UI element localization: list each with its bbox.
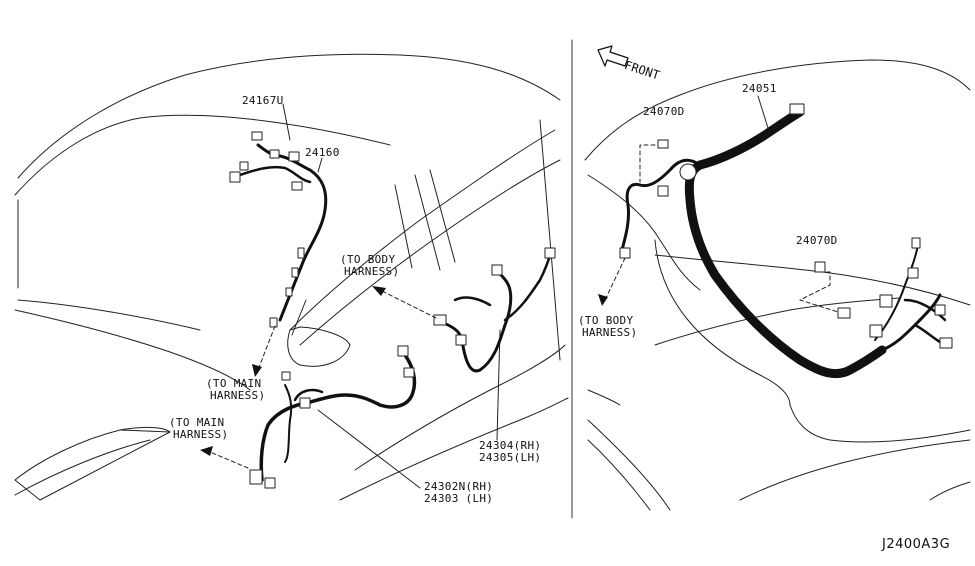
- leader-lines-right: [639, 95, 839, 313]
- arrow-to-main-lower: [200, 446, 213, 456]
- harness-24302n: [209, 345, 417, 489]
- part-label-24051: 24051: [742, 82, 777, 95]
- diagram-reference: J2400A3G: [882, 537, 951, 552]
- arrow-to-body-left: [372, 286, 386, 296]
- leader-lines-left: [282, 103, 501, 489]
- left-body-outline: [14, 53, 569, 501]
- part-label-24305-lh: 24305(LH): [479, 451, 542, 464]
- harness-24304: [379, 247, 556, 373]
- note-to-body-left-1: (TO BODY: [340, 253, 396, 266]
- note-to-main-lower-1: (TO MAIN: [169, 416, 225, 429]
- part-label-24303-lh: 24303 (LH): [424, 492, 494, 505]
- note-to-main-upper-1: (TO MAIN: [206, 377, 262, 390]
- note-to-body-right-2: HARNESS): [582, 326, 638, 339]
- note-to-main-upper-2: HARNESS): [210, 389, 266, 402]
- note-to-body-right-1: (TO BODY: [578, 314, 634, 327]
- part-label-24302n-rh: 24302N(RH): [424, 480, 494, 493]
- part-label-24070d-lower: 24070D: [796, 234, 838, 247]
- clip-24070d-icon: [657, 139, 826, 273]
- arrow-to-body-right: [598, 294, 608, 306]
- part-label-24070d-upper: 24070D: [643, 105, 685, 118]
- harness-24051: [604, 103, 953, 379]
- arrow-to-main-upper: [252, 364, 262, 377]
- part-label-24167u: 24167U: [242, 94, 284, 107]
- part-label-24160: 24160: [305, 146, 340, 159]
- part-label-24304-rh: 24304(RH): [479, 439, 542, 452]
- note-to-body-left-2: HARNESS): [344, 265, 400, 278]
- front-arrow-icon: [597, 45, 629, 67]
- note-to-main-lower-2: HARNESS): [173, 428, 229, 441]
- harness-24160: [229, 131, 328, 371]
